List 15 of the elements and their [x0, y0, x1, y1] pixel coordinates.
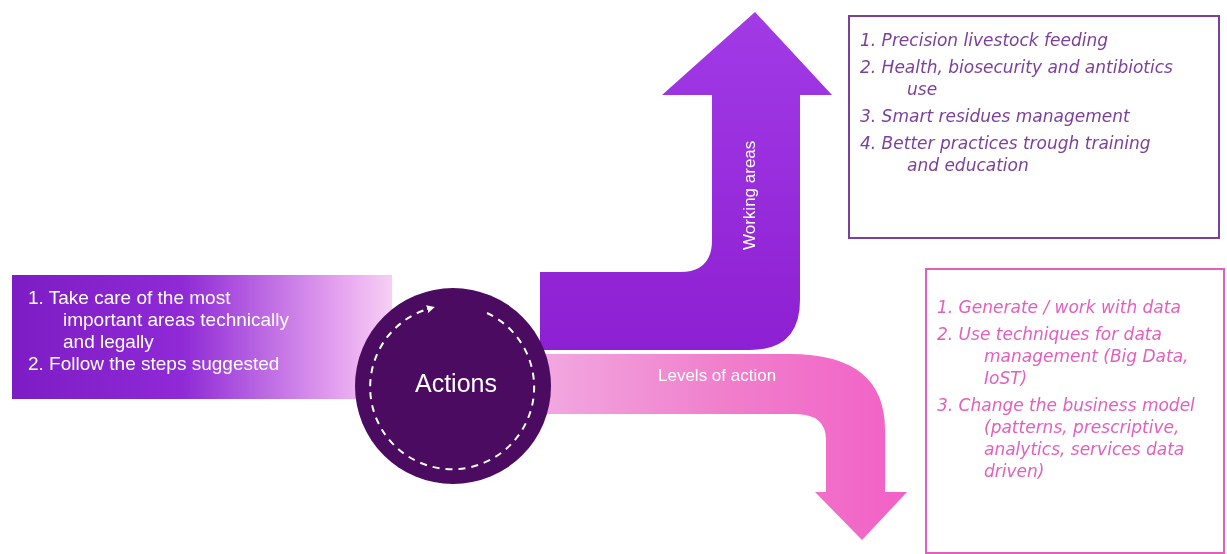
list-band	[12, 275, 392, 399]
list-box	[848, 15, 1220, 239]
list-item: 3. Smart residues management	[860, 105, 1131, 127]
list-box	[925, 268, 1225, 554]
list-item: 2. Health, biosecurity and antibiotics use	[860, 56, 1174, 100]
circle-label: Actions	[415, 369, 497, 398]
list-item: 1. Take care of the most important areas technically and legally	[28, 287, 290, 353]
list-item: 1. Generate / work with data	[937, 296, 1182, 318]
arrow-label: Levels of action	[658, 366, 777, 386]
arrow-label: Working areas	[740, 140, 760, 250]
list-item: 4. Better practices trough training and education	[860, 132, 1152, 176]
list-item: 2. Follow the steps suggested	[28, 353, 281, 375]
list-item: 3. Change the business model (patterns, prescriptive, analytics, services data driven)	[937, 394, 1196, 482]
list-item: 1. Precision livestock feeding	[860, 29, 1110, 51]
list-item: 2. Use techniques for data management (Big Data, IoST)	[937, 323, 1190, 389]
